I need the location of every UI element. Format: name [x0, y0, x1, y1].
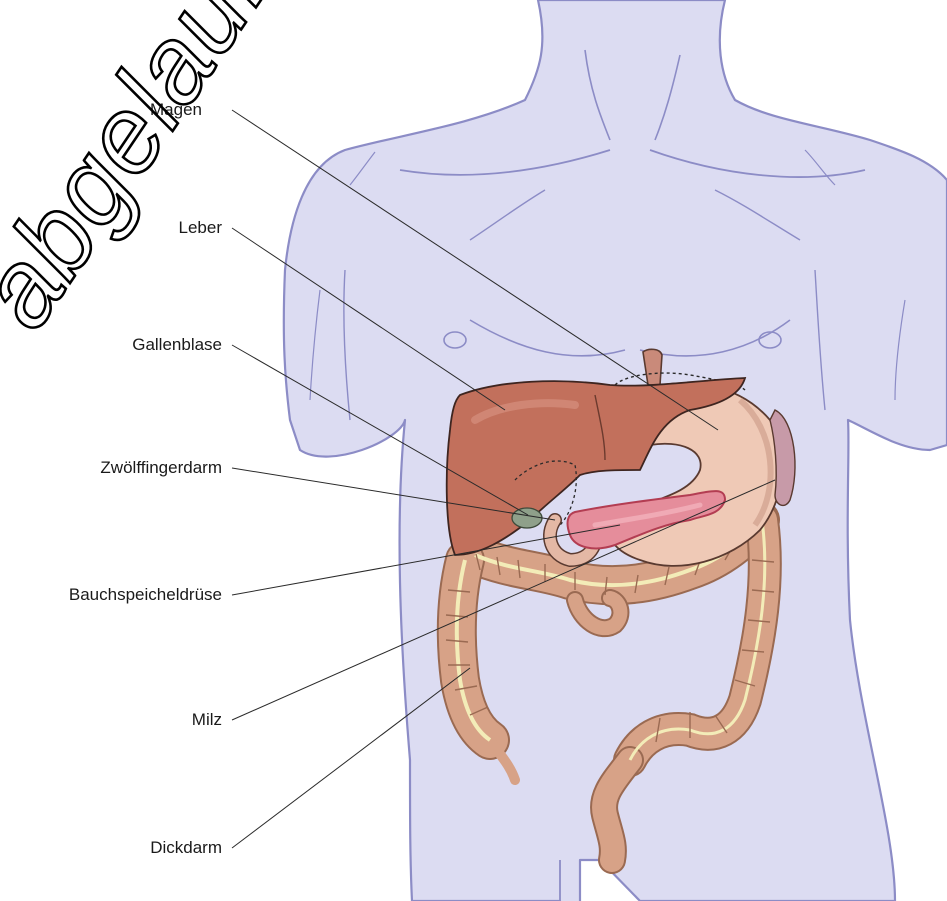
label-dickdarm: Dickdarm: [150, 838, 222, 857]
label-bauchspeicheldruese: Bauchspeicheldrüse: [69, 585, 222, 604]
label-zwoelffingerdarm: Zwölffingerdarm: [100, 458, 222, 477]
label-milz: Milz: [192, 710, 222, 729]
label-leber: Leber: [179, 218, 223, 237]
gallbladder: [512, 508, 542, 528]
label-gallenblase: Gallenblase: [132, 335, 222, 354]
